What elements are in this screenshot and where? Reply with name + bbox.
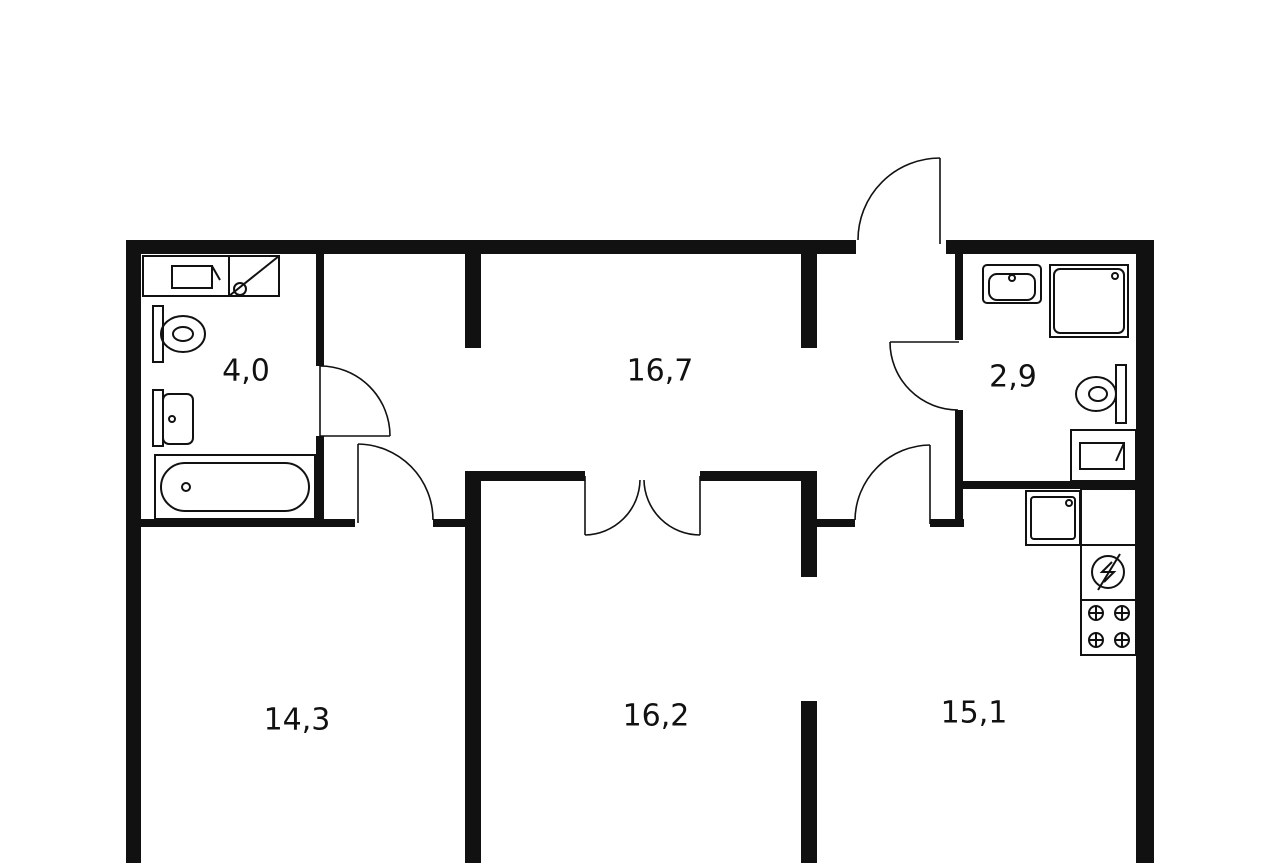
wall-bath2-left-top	[955, 254, 963, 340]
kitchen-door	[854, 444, 931, 524]
wall-hall-bottom-left	[433, 519, 481, 527]
stove-icon	[1080, 599, 1137, 656]
wall-right	[1136, 240, 1154, 863]
walls	[126, 240, 1154, 863]
bathtub-icon	[154, 454, 316, 520]
entrance-door	[857, 157, 941, 244]
wall-living-kitchen-bottom	[801, 701, 817, 863]
wall-hall-bottom-right	[817, 519, 855, 527]
wall-hall-bottom-right2	[930, 519, 964, 527]
living-double-door	[584, 476, 701, 536]
area-label-bathroom-1: 4,0	[222, 354, 270, 389]
kitchen-sink-icon	[1025, 490, 1081, 546]
wall-bath1-right-top	[316, 254, 324, 366]
area-labels: 4,0 16,7 2,9 14,3 16,2 15,1	[222, 354, 1037, 738]
wall-hall-stub-1	[465, 254, 481, 348]
wall-living-left	[465, 471, 481, 863]
sink-icon	[152, 389, 194, 447]
wall-bath2-left-bottom	[955, 410, 963, 527]
wall-top-right	[946, 240, 1154, 254]
wall-living-kitchen-top	[801, 471, 817, 577]
wall-hall-bottom-mid2	[700, 471, 817, 481]
bath1-fixtures	[142, 255, 316, 520]
sink-icon	[982, 264, 1042, 304]
wall-bath2-bottom	[955, 481, 1136, 489]
washing-machine-icon	[1070, 429, 1137, 482]
boiler-icon	[1080, 544, 1137, 601]
area-label-bathroom-2: 2,9	[989, 360, 1037, 395]
bedroom-door	[357, 443, 434, 523]
shower-icon	[1049, 264, 1129, 338]
wall-bath1-right-bottom	[316, 436, 324, 526]
bath2-door	[889, 341, 959, 411]
area-label-kitchen: 15,1	[941, 696, 1008, 731]
wall-hall-bottom-mid1	[465, 471, 585, 481]
bath2-fixtures	[982, 264, 1137, 482]
area-label-bedroom: 14,3	[264, 703, 331, 738]
wall-hall-stub-2	[801, 254, 817, 348]
washing-machine-icon	[142, 255, 230, 297]
doors	[319, 157, 959, 536]
area-label-hallway: 16,7	[627, 354, 694, 389]
boiler-icon	[228, 255, 280, 297]
wall-bath1-bottom	[141, 519, 355, 527]
toilet-icon	[1075, 364, 1127, 424]
wall-left	[126, 240, 141, 863]
area-label-living-room: 16,2	[623, 699, 690, 734]
kitchen-fixtures	[1025, 488, 1137, 656]
wall-top-left	[126, 240, 856, 254]
toilet-icon	[152, 305, 206, 363]
bath1-door	[319, 365, 391, 437]
